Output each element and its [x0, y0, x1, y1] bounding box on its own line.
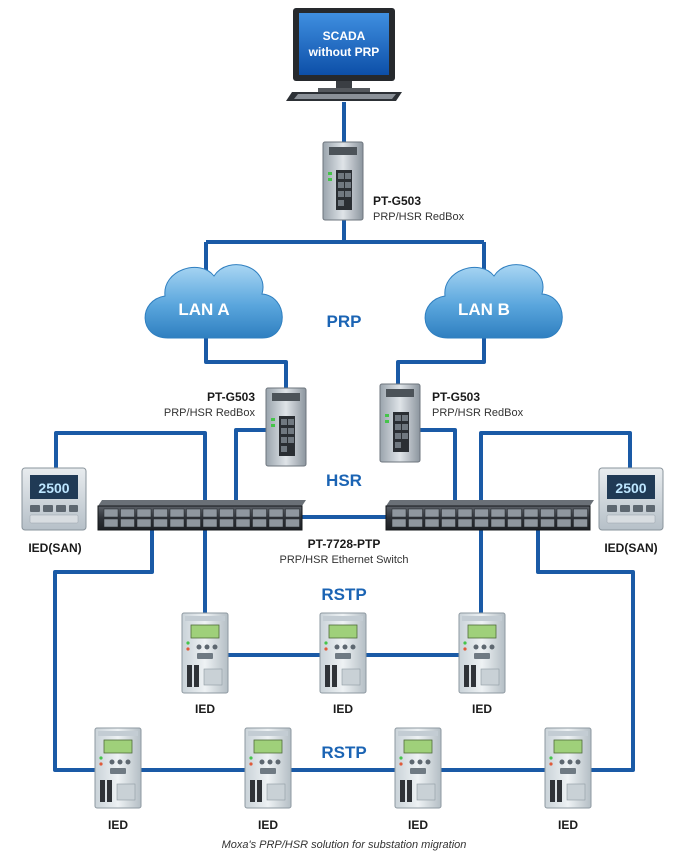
ied-relay-row2-4-label: IED	[558, 818, 578, 832]
switch-left-ports	[103, 508, 300, 528]
scada-label-line2: without PRP	[308, 45, 380, 59]
link-hsr-right-outer	[479, 431, 632, 500]
switch-model: PT-7728-PTP	[308, 537, 381, 551]
prp-label: PRP	[327, 312, 362, 331]
ied-relay-row1-2: IED	[319, 612, 367, 716]
link-hsr-left-outer	[54, 431, 207, 500]
ied-relay-row2-2-label: IED	[258, 818, 278, 832]
ied-san-left-display: 2500	[38, 480, 69, 496]
rstp-label-outer: RSTP	[321, 743, 366, 762]
scada-label-line1: SCADA	[323, 29, 366, 43]
ied-devices: IED IED IED IED IED IED IED	[94, 612, 592, 832]
switch-desc: PRP/HSR Ethernet Switch	[280, 554, 409, 566]
scada-screen	[299, 13, 389, 75]
lan-a-label: LAN A	[178, 300, 229, 319]
redbox-top-desc: PRP/HSR RedBox	[373, 211, 465, 223]
link-lan-a-redbox	[204, 338, 288, 392]
ied-relay-row1-2-label: IED	[333, 702, 353, 716]
lan-b-cloud: LAN B	[424, 264, 563, 339]
network-links	[53, 102, 635, 772]
ied-relay-row2-1: IED	[94, 727, 142, 832]
ied-san-right: 2500	[598, 467, 664, 531]
ied-san-right-label: IED(SAN)	[604, 541, 657, 555]
redbox-top	[322, 141, 364, 221]
ied-relay-row2-1-label: IED	[108, 818, 128, 832]
redbox-left-model: PT-G503	[207, 390, 255, 404]
hsr-label: HSR	[326, 471, 362, 490]
lan-a-cloud: LAN A	[144, 264, 283, 339]
link-lan-b-redbox	[396, 338, 486, 386]
ied-relay-row1-1-label: IED	[195, 702, 215, 716]
ied-san-right-display: 2500	[615, 480, 646, 496]
ethernet-switch-left	[97, 500, 306, 531]
ethernet-switch-right	[385, 500, 594, 531]
figure-caption: Moxa's PRP/HSR solution for substation m…	[222, 839, 467, 851]
link-hsr-ring	[234, 428, 457, 500]
link-redbox-lan-split	[204, 220, 486, 272]
link-rstp-outer	[53, 530, 635, 772]
ied-relay-row1-3: IED	[458, 612, 506, 716]
redbox-right-desc: PRP/HSR RedBox	[432, 407, 524, 419]
redbox-left-desc: PRP/HSR RedBox	[164, 407, 256, 419]
switch-right-ports	[391, 508, 588, 528]
rstp-label-inner: RSTP	[321, 585, 366, 604]
redbox-right-model: PT-G503	[432, 390, 480, 404]
lan-b-label: LAN B	[458, 300, 510, 319]
ied-relay-row1-1: IED	[181, 612, 229, 716]
redbox-left	[265, 387, 307, 467]
redbox-top-model: PT-G503	[373, 194, 421, 208]
scada-computer: SCADA without PRP	[286, 8, 402, 101]
ied-san-left: 2500	[21, 467, 87, 531]
ied-relay-row2-3-label: IED	[408, 818, 428, 832]
ied-relay-row2-3: IED	[394, 727, 442, 832]
ied-relay-row2-4: IED	[544, 727, 592, 832]
ied-relay-row2-2: IED	[244, 727, 292, 832]
redbox-right	[379, 383, 421, 463]
ied-san-left-label: IED(SAN)	[28, 541, 81, 555]
link-rstp-inner	[203, 530, 483, 657]
ied-relay-row1-3-label: IED	[472, 702, 492, 716]
